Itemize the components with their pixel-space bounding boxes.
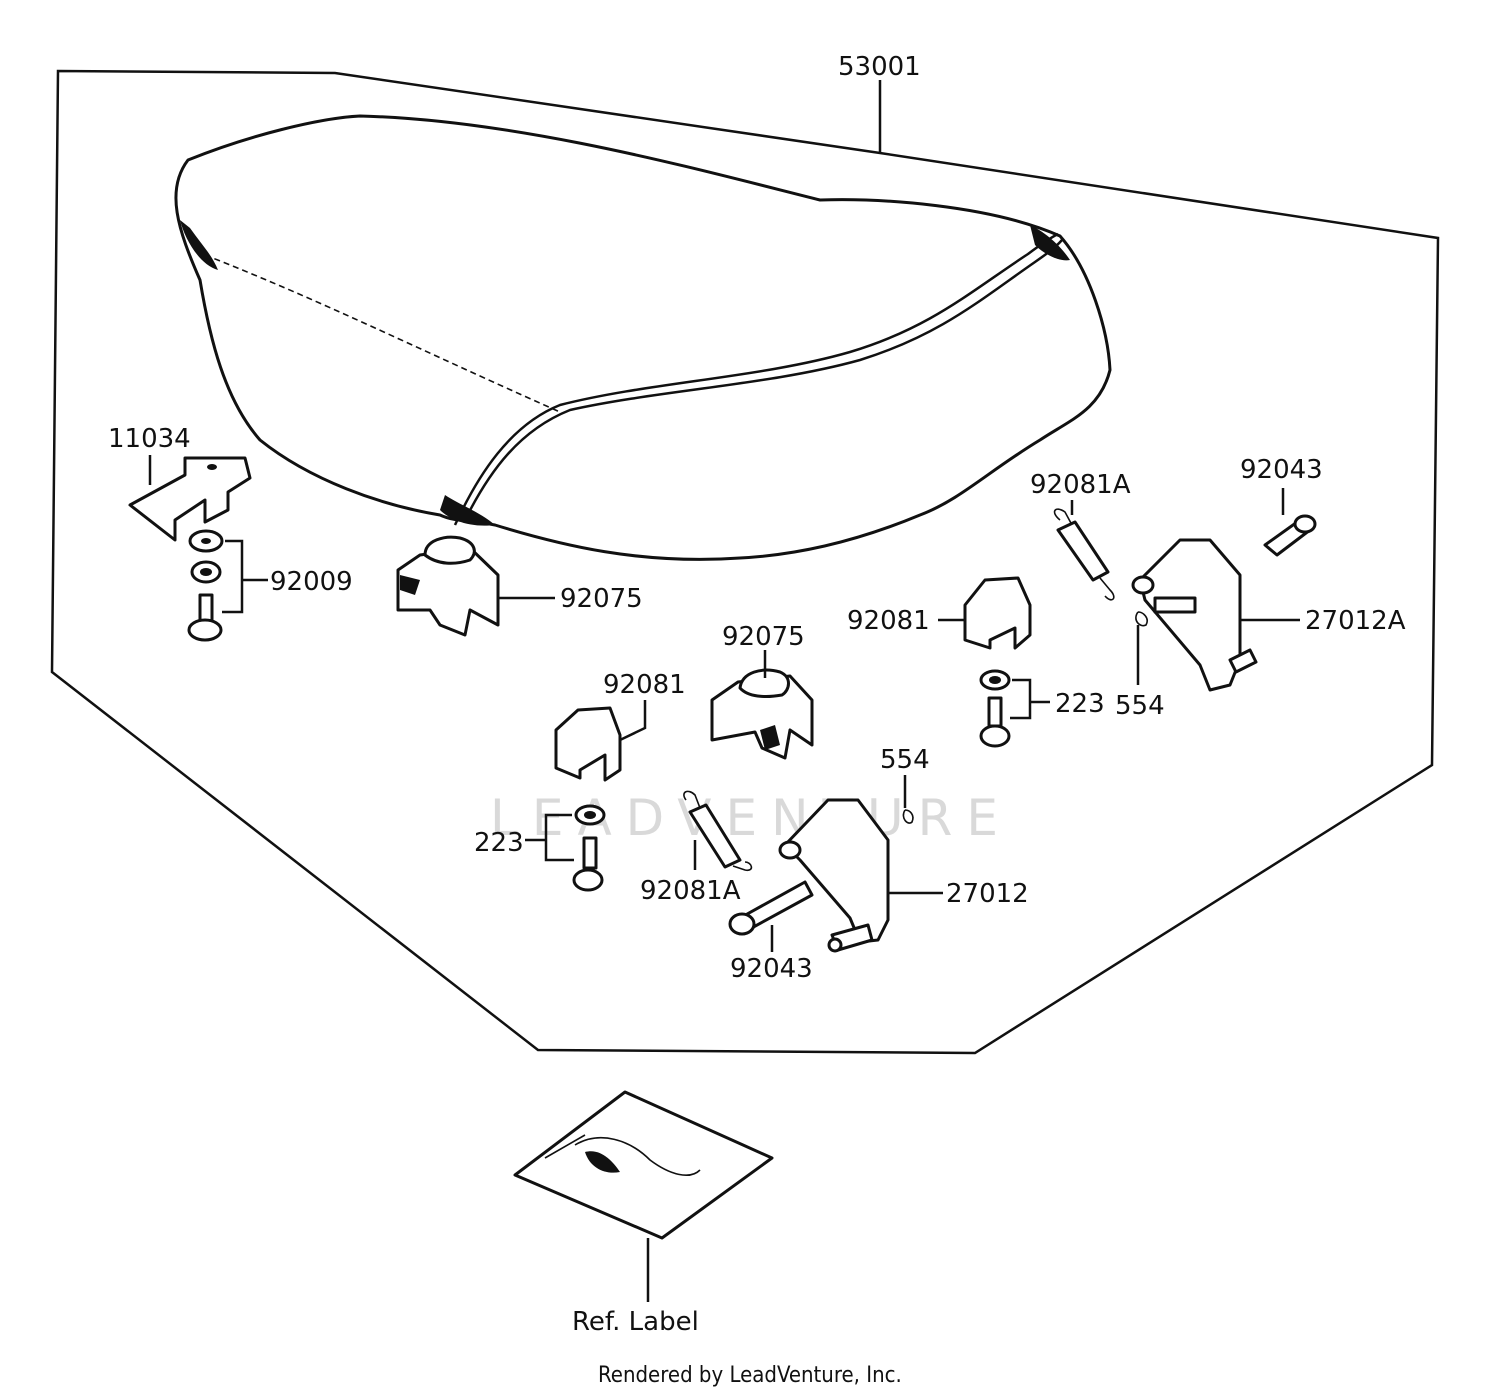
bracket-upper bbox=[963, 576, 1032, 650]
label-27012: 27012 bbox=[946, 879, 1029, 909]
leader-lines bbox=[148, 80, 1300, 1302]
bracket-lower bbox=[554, 706, 622, 782]
washer-bolt-set-left bbox=[187, 529, 224, 642]
watermark: LEADVENTURE bbox=[490, 789, 1012, 847]
damper-center bbox=[710, 668, 814, 760]
label-92081-lower: 92081 bbox=[603, 670, 686, 700]
clip-lower bbox=[902, 809, 914, 824]
label-92043-upper: 92043 bbox=[1240, 455, 1323, 485]
label-92043-lower: 92043 bbox=[730, 954, 813, 984]
seat-illustration bbox=[174, 114, 1112, 561]
label-92081a-lower: 92081A bbox=[640, 876, 741, 906]
label-554-upper: 554 bbox=[1115, 691, 1165, 721]
pin-lower bbox=[728, 880, 814, 936]
label-554-lower: 554 bbox=[880, 745, 930, 775]
assembly-boundary bbox=[50, 69, 1440, 1055]
label-92081a-upper: 92081A bbox=[1030, 470, 1131, 500]
hook-part bbox=[128, 456, 252, 542]
damper-left bbox=[396, 535, 500, 637]
label-92081-upper: 92081 bbox=[847, 606, 930, 636]
screw-lower bbox=[572, 804, 606, 892]
label-11034: 11034 bbox=[108, 424, 191, 454]
footer-credit: Rendered by LeadVenture, Inc. bbox=[598, 1363, 902, 1388]
label-ref-label: Ref. Label bbox=[572, 1307, 699, 1337]
lock-lower bbox=[778, 798, 890, 953]
spring-upper bbox=[1053, 508, 1115, 601]
label-27012a: 27012A bbox=[1305, 606, 1406, 636]
label-223-upper: 223 bbox=[1055, 689, 1105, 719]
label-92009: 92009 bbox=[270, 567, 353, 597]
lock-upper bbox=[1131, 538, 1258, 692]
spring-lower bbox=[683, 790, 753, 872]
clip-upper bbox=[1135, 611, 1148, 627]
label-92075-center: 92075 bbox=[722, 622, 805, 652]
ref-label-decal bbox=[513, 1090, 774, 1240]
screw-upper bbox=[979, 669, 1011, 748]
label-223-lower: 223 bbox=[474, 828, 524, 858]
label-53001: 53001 bbox=[838, 52, 921, 82]
pin-upper bbox=[1263, 514, 1317, 557]
label-92075-left: 92075 bbox=[560, 584, 643, 614]
